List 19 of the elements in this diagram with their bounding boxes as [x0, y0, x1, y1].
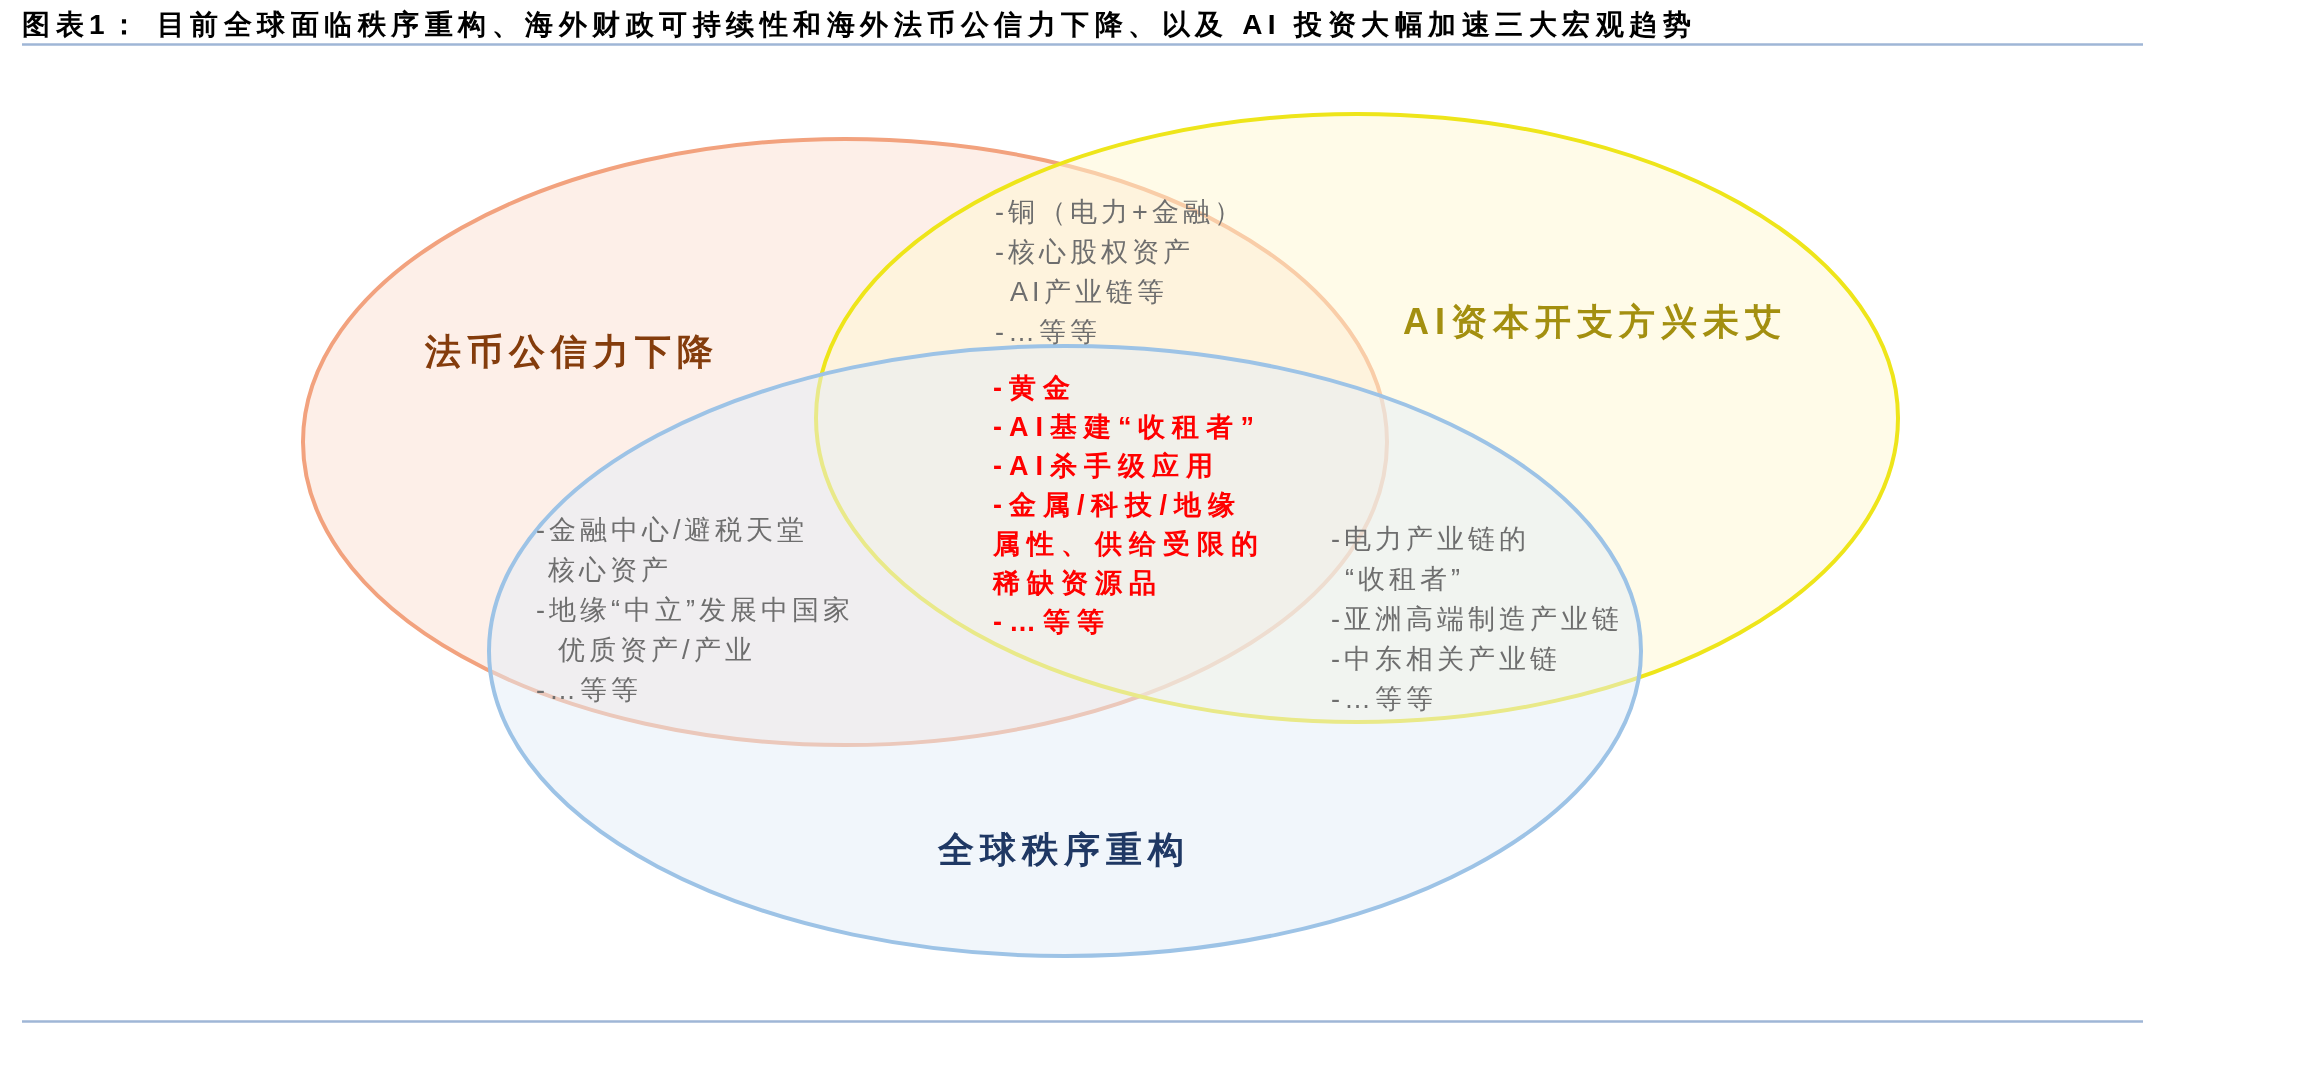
list-item: -中东相关产业链: [1331, 643, 1561, 676]
highlighted-list-item: -AI杀手级应用: [993, 450, 1220, 483]
list-item: -…等等: [995, 316, 1101, 349]
list-item: -亚洲高端制造产业链: [1331, 603, 1623, 636]
list-item: -电力产业链的“收租者”: [1331, 523, 1531, 596]
list-item: -…等等: [1331, 683, 1437, 716]
list-item: -地缘“中立”发展中国家优质资产/产业: [536, 594, 855, 667]
set-label: 全球秩序重构: [938, 828, 1190, 871]
highlighted-list-item: -…等等: [993, 606, 1111, 639]
highlighted-list-item: -AI基建“收租者”: [993, 411, 1261, 444]
highlighted-list-item: -黄金: [993, 372, 1077, 405]
list-item: -核心股权资产AI产业链等: [995, 236, 1195, 309]
set-label: AI资本开支方兴未艾: [1403, 300, 1787, 343]
highlighted-list-item: -金属/科技/地缘属性、供给受限的稀缺资源品: [993, 489, 1266, 600]
list-item: -…等等: [536, 674, 642, 707]
list-item: -金融中心/避税天堂核心资产: [536, 514, 810, 587]
figure-title: 图表1： 目前全球面临秩序重构、海外财政可持续性和海外法币公信力下降、以及 AI 投资大幅加速三大宏观趋势: [22, 8, 1697, 42]
set-label: 法币公信力下降: [425, 330, 719, 373]
list-item: -铜（电力+金融）: [995, 196, 1245, 229]
